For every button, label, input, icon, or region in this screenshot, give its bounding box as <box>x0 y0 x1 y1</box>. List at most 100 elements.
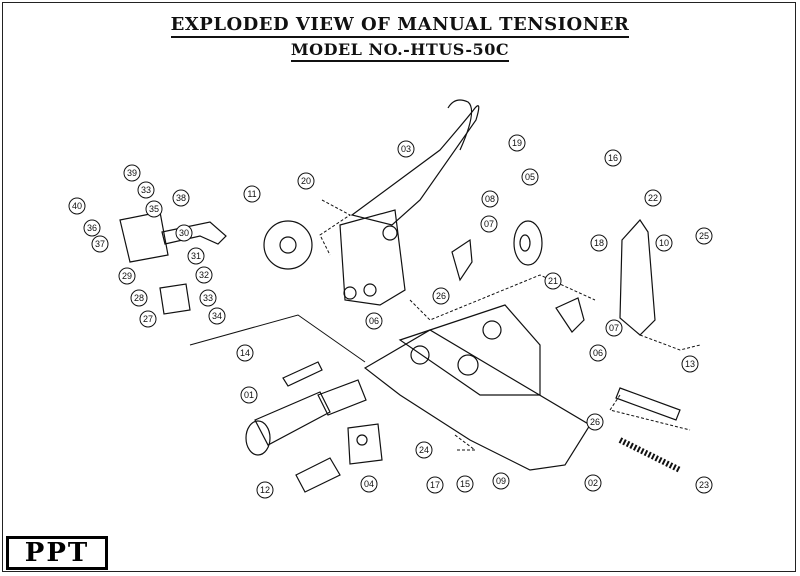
part-handle-lever <box>350 105 480 226</box>
callout-15: 15 <box>456 475 474 493</box>
svg-text:16: 16 <box>608 153 618 163</box>
callout-07a: 07 <box>480 215 498 233</box>
svg-text:01: 01 <box>244 390 254 400</box>
callout-24: 24 <box>415 441 433 459</box>
part-shaft <box>615 387 681 421</box>
callout-20: 20 <box>297 172 315 190</box>
part-block <box>347 423 383 465</box>
callout-26b: 26 <box>586 413 604 431</box>
svg-text:40: 40 <box>72 201 82 211</box>
leader-line-27 <box>189 314 366 363</box>
svg-text:19: 19 <box>512 138 522 148</box>
callout-21: 21 <box>544 272 562 290</box>
svg-text:32: 32 <box>199 270 209 280</box>
callout-32: 32 <box>195 266 213 284</box>
part-gear <box>513 220 543 266</box>
svg-text:11: 11 <box>247 189 256 199</box>
callout-10: 10 <box>655 234 673 252</box>
svg-text:26: 26 <box>590 417 600 427</box>
model-number: MODEL NO.-HTUS-50C <box>0 40 800 62</box>
callout-22: 22 <box>644 189 662 207</box>
callout-11: 11 <box>243 185 261 203</box>
part-pawl-upper <box>451 238 473 282</box>
callout-13: 13 <box>681 355 699 373</box>
svg-text:33: 33 <box>141 185 151 195</box>
callout-26a: 26 <box>432 287 450 305</box>
part-handle-hook <box>447 99 473 151</box>
svg-text:20: 20 <box>301 176 311 186</box>
drawing-title: EXPLODED VIEW OF MANUAL TENSIONER <box>0 14 800 38</box>
svg-text:29: 29 <box>122 271 132 281</box>
callout-27: 27 <box>139 310 157 328</box>
callout-14: 14 <box>236 344 254 362</box>
callout-29: 29 <box>118 267 136 285</box>
callout-33a: 33 <box>137 181 155 199</box>
callout-28: 28 <box>130 289 148 307</box>
svg-text:13: 13 <box>685 359 695 369</box>
svg-text:28: 28 <box>134 293 144 303</box>
callout-07b: 07 <box>605 319 623 337</box>
callout-39: 39 <box>123 164 141 182</box>
callout-08: 08 <box>481 190 499 208</box>
svg-text:26: 26 <box>436 291 446 301</box>
part-base-frame <box>398 304 541 396</box>
callout-18: 18 <box>590 234 608 252</box>
callout-01: 01 <box>240 386 258 404</box>
callout-04: 04 <box>360 475 378 493</box>
part-arm <box>161 221 227 245</box>
svg-text:12: 12 <box>260 485 270 495</box>
part-spring <box>618 437 682 473</box>
svg-text:38: 38 <box>176 193 186 203</box>
callout-36: 36 <box>83 219 101 237</box>
svg-text:25: 25 <box>699 231 709 241</box>
callout-02: 02 <box>584 474 602 492</box>
svg-text:34: 34 <box>212 311 222 321</box>
svg-text:06: 06 <box>593 348 603 358</box>
callout-16: 16 <box>604 149 622 167</box>
svg-text:09: 09 <box>496 476 506 486</box>
svg-text:31: 31 <box>191 251 201 261</box>
svg-text:35: 35 <box>149 204 159 214</box>
callout-38: 38 <box>172 189 190 207</box>
svg-text:07: 07 <box>484 219 494 229</box>
svg-text:18: 18 <box>594 238 604 248</box>
callout-30: 30 <box>175 224 193 242</box>
svg-text:23: 23 <box>699 480 709 490</box>
callout-12: 12 <box>256 481 274 499</box>
svg-text:36: 36 <box>87 223 97 233</box>
leader-line-20 <box>319 199 351 256</box>
part-clip-assembly <box>119 211 169 263</box>
callout-06b: 06 <box>589 344 607 362</box>
part-cutter-housing <box>254 391 331 446</box>
ppt-logo: PPT <box>6 536 108 570</box>
svg-text:37: 37 <box>95 239 105 249</box>
callout-33b: 33 <box>199 289 217 307</box>
callout-23: 23 <box>695 476 713 494</box>
svg-text:04: 04 <box>364 479 374 489</box>
part-callouts: 01 02 03 04 05 06 06 07 07 08 09 10 11 1… <box>68 134 713 499</box>
part-drawings <box>119 99 701 493</box>
callout-06a: 06 <box>365 312 383 330</box>
callout-40: 40 <box>68 197 86 215</box>
svg-text:02: 02 <box>588 478 598 488</box>
svg-text:27: 27 <box>143 314 153 324</box>
svg-text:30: 30 <box>179 228 189 238</box>
svg-text:14: 14 <box>240 348 250 358</box>
callout-19: 19 <box>508 134 526 152</box>
part-handle-body <box>339 209 406 306</box>
part-ratchet-wheel <box>263 220 313 270</box>
callout-09: 09 <box>492 472 510 490</box>
part-pin <box>282 361 323 387</box>
svg-text:17: 17 <box>430 480 440 490</box>
svg-text:15: 15 <box>460 479 470 489</box>
callout-34: 34 <box>208 307 226 325</box>
callout-25: 25 <box>695 227 713 245</box>
part-pawl-bracket <box>619 219 656 336</box>
svg-text:24: 24 <box>419 445 429 455</box>
callout-05: 05 <box>521 168 539 186</box>
svg-text:10: 10 <box>659 238 669 248</box>
part-clip-block <box>159 283 191 315</box>
part-base-plate <box>363 329 591 471</box>
